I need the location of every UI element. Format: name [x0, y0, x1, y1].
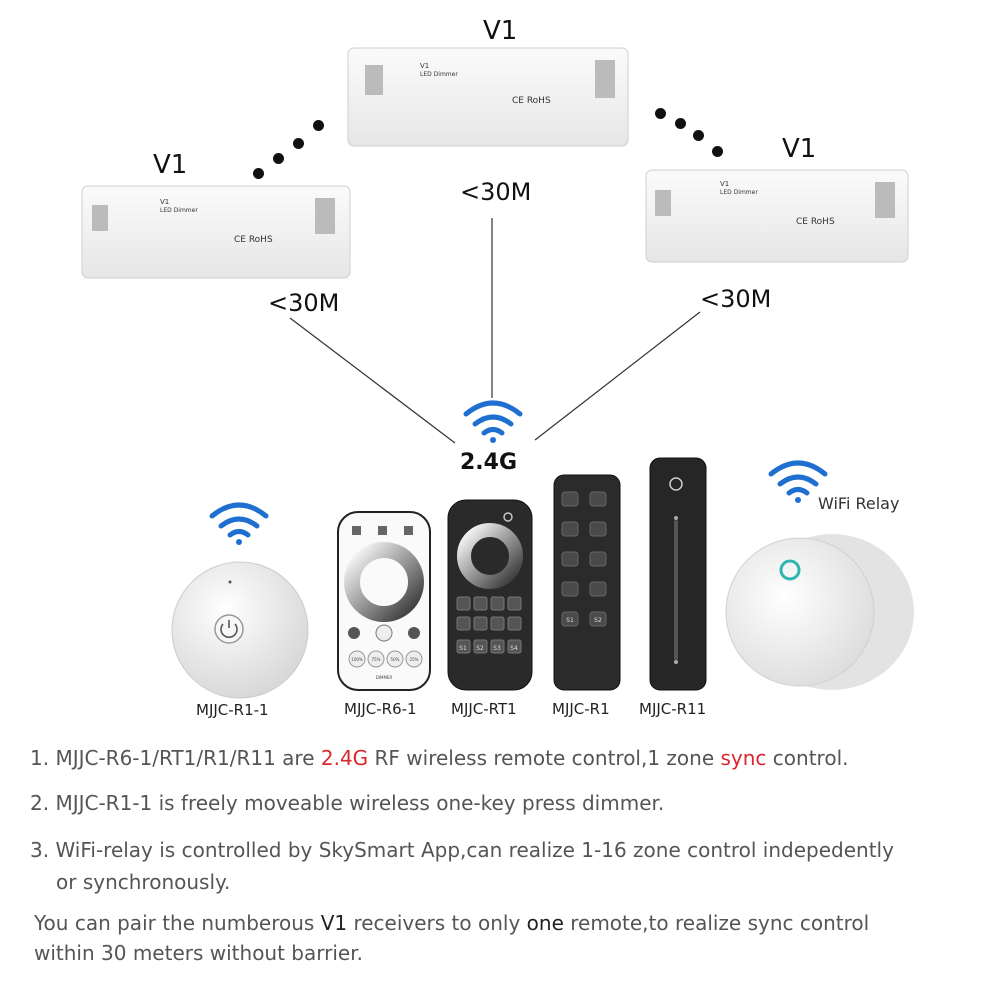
wifi-icon: [463, 400, 523, 443]
r1-zone-2: S2: [594, 617, 602, 624]
product-r1-1-device: [171, 561, 309, 699]
label-r11: MJJC-R11: [639, 700, 707, 718]
receiver-left: V1 LED Dimmer CE RoHS: [81, 185, 351, 279]
receiver-left-title: LED Dimmer: [160, 207, 198, 214]
label-r6-1: MJJC-R6-1: [344, 700, 417, 718]
product-r6-1-device: 100% 75% 50% 25% DIMMER: [337, 511, 431, 691]
note-1-highlight-sync: sync: [720, 746, 767, 770]
note-3: 3. WiFi-relay is controlled by SkySmart …: [30, 838, 894, 862]
distance-left: <30M: [268, 289, 340, 317]
product-r11-device: [649, 457, 707, 691]
rt1-zone-1: S1: [459, 645, 467, 652]
power-icon: [503, 512, 513, 522]
receiver-right-label: V1: [782, 134, 817, 164]
line-right: [534, 311, 701, 441]
rt1-zone-3: S3: [493, 645, 501, 652]
distance-right: <30M: [700, 285, 772, 313]
product-wifi-relay-device: [725, 534, 914, 690]
r6-footer: DIMMER: [376, 675, 393, 680]
signal-label: 2.4G: [460, 450, 518, 475]
receiver-left-label: V1: [153, 150, 188, 180]
rt1-zone-2: S2: [476, 645, 484, 652]
label-r1-1: MJJC-R1-1: [196, 701, 269, 719]
r6-btn-1: 100%: [351, 657, 363, 662]
receiver-center-title: LED Dimmer: [420, 71, 458, 78]
receiver-right: V1 LED Dimmer CE RoHS: [645, 169, 909, 263]
r6-btn-4: 25%: [410, 657, 419, 662]
label-wifi-relay: WiFi Relay: [818, 494, 900, 513]
r1-zone-1: S1: [566, 617, 574, 624]
note-4: You can pair the numberous V1 receivers …: [34, 908, 869, 938]
receiver-right-model: V1: [720, 180, 729, 188]
note-1-c: RF wireless remote control,1 zone: [368, 746, 721, 770]
note-2: 2. MJJC-R1-1 is freely moveable wireless…: [30, 791, 665, 815]
receiver-center-label: V1: [483, 16, 518, 46]
note-3-cont: or synchronously.: [56, 870, 231, 894]
power-icon: [669, 477, 683, 491]
note-4-a: You can pair the numberous: [34, 911, 321, 935]
note-1-a: 1. MJJC-R6-1/RT1/R1/R11 are: [30, 746, 321, 770]
wifi-icon: [209, 502, 269, 545]
receiver-right-marks: CE RoHS: [796, 217, 835, 227]
note-4-one: one: [526, 911, 564, 935]
note-4-e: remote,to realize sync control: [563, 911, 870, 935]
note-1: 1. MJJC-R6-1/RT1/R1/R11 are 2.4G RF wire…: [30, 743, 848, 773]
receiver-left-marks: CE RoHS: [234, 235, 273, 245]
r6-btn-3: 50%: [391, 657, 400, 662]
wifi-icon: [768, 460, 828, 503]
note-1-highlight-2-4g: 2.4G: [320, 746, 369, 770]
product-r1-device: S1 S2: [553, 474, 621, 691]
connection-lines: [289, 218, 701, 444]
note-1-e: control.: [766, 746, 849, 770]
receiver-center-marks: CE RoHS: [512, 96, 551, 106]
line-left: [289, 317, 456, 444]
note-4-v1: V1: [320, 911, 348, 935]
label-r1: MJJC-R1: [552, 700, 610, 718]
note-4-c: receivers to only: [347, 911, 527, 935]
product-rt1-device: S1 S2 S3 S4: [447, 499, 533, 691]
note-4-cont: within 30 meters without barrier.: [34, 941, 363, 965]
power-icon: [220, 623, 238, 639]
label-rt1: MJJC-RT1: [451, 700, 517, 718]
receiver-left-model: V1: [160, 198, 169, 206]
receiver-right-title: LED Dimmer: [720, 189, 758, 196]
r6-btn-2: 75%: [372, 657, 381, 662]
distance-center: <30M: [460, 178, 532, 206]
receiver-center-model: V1: [420, 62, 429, 70]
rt1-zone-4: S4: [510, 645, 518, 652]
receiver-center: V1 LED Dimmer CE RoHS: [347, 47, 629, 147]
